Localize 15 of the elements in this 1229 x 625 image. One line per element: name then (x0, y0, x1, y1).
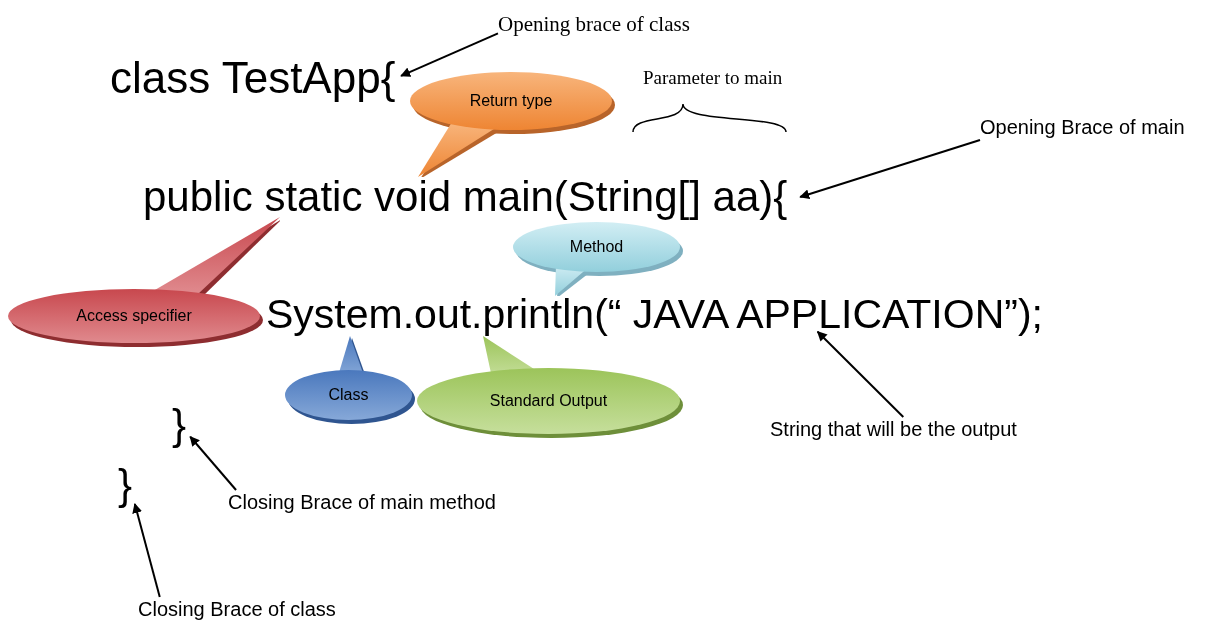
arrow (189, 435, 238, 491)
code-line: } (172, 404, 187, 446)
arrow (132, 502, 161, 598)
annotation-text: Parameter to main (643, 66, 783, 90)
arrow (799, 139, 981, 200)
annotation-text: Opening Brace of main (980, 115, 1185, 140)
annotation-text: Closing Brace of main method (228, 490, 496, 515)
code-line: public static void main(String[] aa){ (143, 176, 788, 218)
code-line: class TestApp{ (110, 56, 396, 100)
arrow (400, 32, 499, 77)
annotation-text: Opening brace of class (498, 11, 690, 38)
arrow (816, 330, 905, 418)
annotation-text: String that will be the output (770, 417, 1017, 442)
code-line: } (118, 464, 133, 506)
annotation-text: Closing Brace of class (138, 597, 336, 622)
